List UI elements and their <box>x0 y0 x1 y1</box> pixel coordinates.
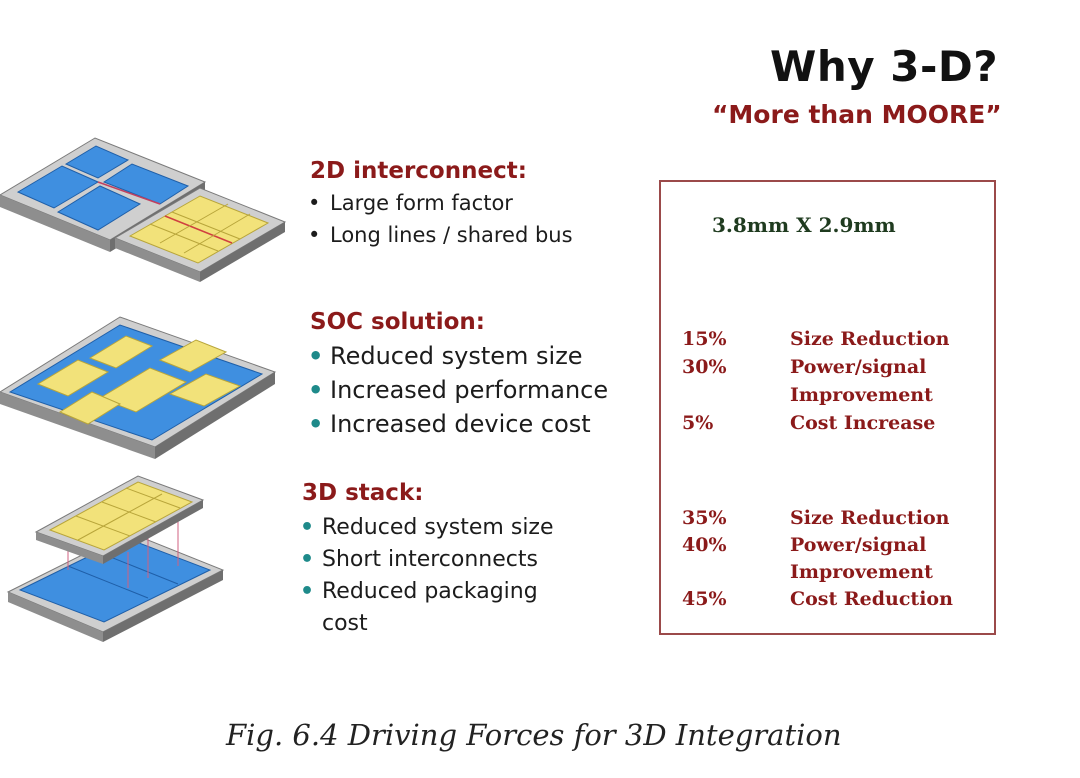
bullet-glyph: • <box>300 579 315 604</box>
stat-row: Improvement <box>682 560 990 584</box>
stat-label: Power/signal <box>790 356 927 378</box>
list-item: •Large form factor <box>306 187 573 219</box>
comparison-panel <box>659 180 996 635</box>
section-3d-bullets: •Reduced system size •Short interconnect… <box>298 512 554 640</box>
stat-label: Improvement <box>790 384 933 406</box>
stat-row: 45% Cost Reduction <box>682 587 990 611</box>
stat-value: 45% <box>682 588 727 610</box>
stack-stats: 35% Size Reduction 40% Power/signal Impr… <box>682 506 990 611</box>
illustration-2d-interconnect <box>0 137 287 282</box>
stat-label: Size Reduction <box>790 328 950 350</box>
section-3d-heading: 3D stack: <box>302 480 424 506</box>
section-soc-heading: SOC solution: <box>310 309 486 335</box>
bullet-glyph: • <box>308 191 321 215</box>
stat-label: Size Reduction <box>790 507 950 529</box>
bullet-glyph: • <box>308 342 324 370</box>
stat-row: Improvement <box>682 383 990 407</box>
stat-value: 30% <box>682 356 727 378</box>
illustration-soc <box>0 316 277 459</box>
bullet-glyph: • <box>308 410 324 438</box>
figure-caption: Fig. 6.4 Driving Forces for 3D Integrati… <box>226 718 842 752</box>
list-item: •Increased device cost <box>306 407 608 441</box>
list-item: •Reduced system size <box>306 339 608 373</box>
bullet-glyph: • <box>300 547 315 572</box>
list-item: •Reduced system size <box>298 512 554 544</box>
stat-value: 40% <box>682 534 727 556</box>
stat-value <box>682 560 752 584</box>
bullet-glyph: • <box>308 223 321 247</box>
stat-label: Power/signal <box>790 534 927 556</box>
page-title: Why 3-D? <box>770 42 999 91</box>
section-soc-bullets: •Reduced system size •Increased performa… <box>306 339 608 441</box>
stat-value <box>682 383 752 407</box>
stat-row: 15% Size Reduction <box>682 327 990 351</box>
list-item: •Short interconnects <box>298 544 554 576</box>
stat-row: 40% Power/signal <box>682 533 990 557</box>
list-item: •Increased performance <box>306 373 608 407</box>
stat-value: 5% <box>682 412 714 434</box>
page-subtitle: “More than MOORE” <box>712 100 1002 129</box>
die-dimension: 3.8mm X 2.9mm <box>712 213 896 237</box>
stat-label: Cost Increase <box>790 412 936 434</box>
right-die-package <box>113 187 287 282</box>
bullet-glyph: • <box>300 515 315 540</box>
section-2d-bullets: •Large form factor •Long lines / shared … <box>306 187 573 251</box>
stat-label: Cost Reduction <box>790 588 953 610</box>
stat-row: 35% Size Reduction <box>682 506 990 530</box>
bullet-glyph: • <box>308 376 324 404</box>
list-item: •Long lines / shared bus <box>306 219 573 251</box>
illustration-3d-stack <box>6 475 225 642</box>
stat-value: 15% <box>682 328 727 350</box>
stat-row: 30% Power/signal <box>682 355 990 379</box>
soc-stats: 15% Size Reduction 30% Power/signal Impr… <box>682 327 990 435</box>
stat-label: Improvement <box>790 561 933 583</box>
stat-value: 35% <box>682 507 727 529</box>
stat-row: 5% Cost Increase <box>682 411 990 435</box>
section-2d-heading: 2D interconnect: <box>310 158 527 184</box>
